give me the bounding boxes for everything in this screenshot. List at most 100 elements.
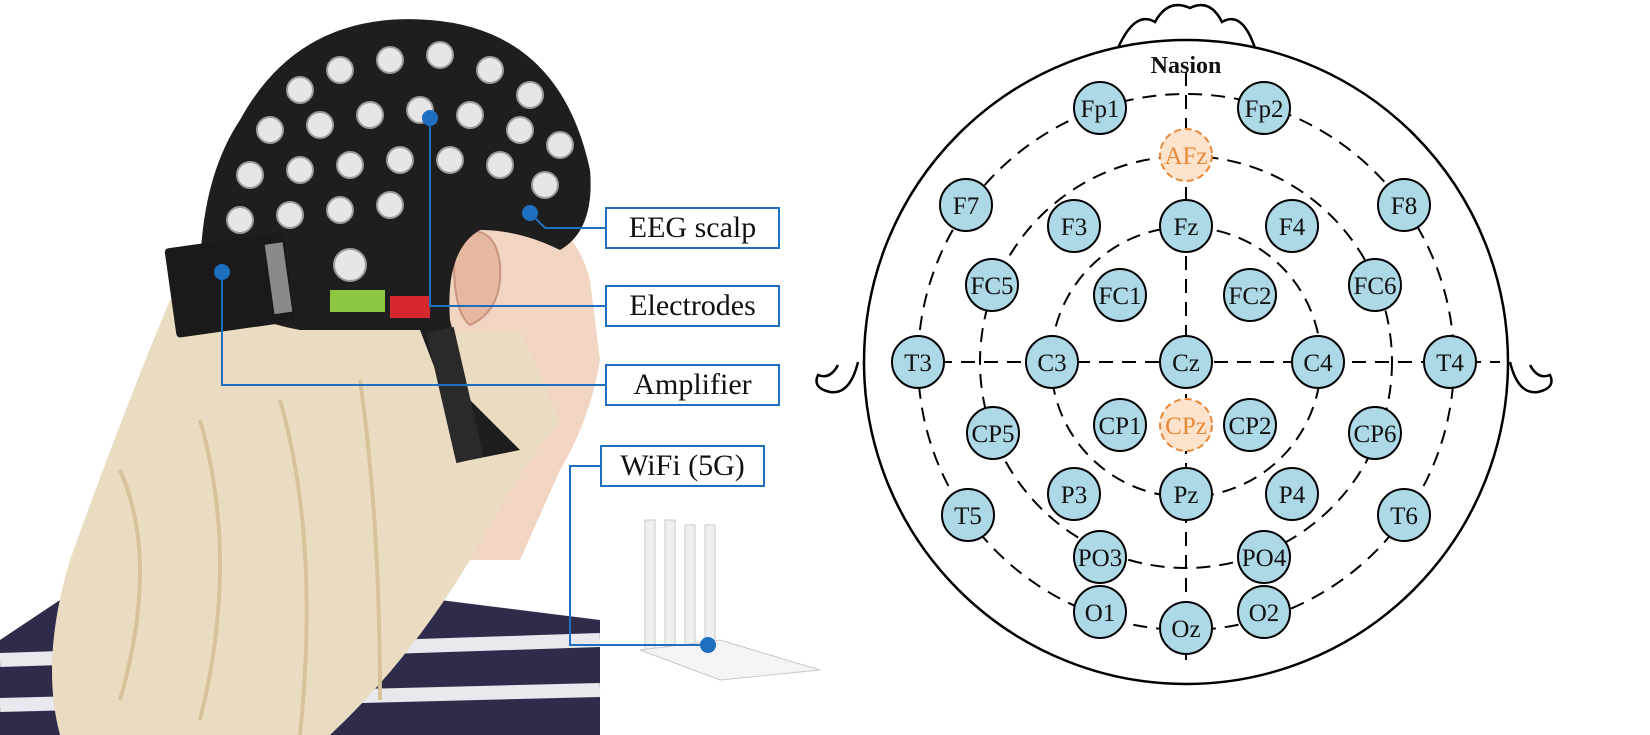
electrode-label: PO3 xyxy=(1078,545,1122,572)
electrode-label: CPz xyxy=(1165,413,1207,440)
electrode-marker xyxy=(1159,199,1213,253)
electrode-marker xyxy=(1237,530,1291,584)
electrode-po4: PO4 xyxy=(1237,530,1291,584)
electrode-label: CP5 xyxy=(971,421,1014,448)
electrode-cp6: CP6 xyxy=(1348,406,1402,460)
electrode-marker xyxy=(1265,199,1319,253)
electrode-p4: P4 xyxy=(1265,467,1319,521)
electrode-cp1: CP1 xyxy=(1093,398,1147,452)
electrode-label: FC6 xyxy=(1353,273,1396,300)
electrode-label: CP1 xyxy=(1098,413,1141,440)
electrode-label: Pz xyxy=(1174,482,1199,509)
electrode-label: CP2 xyxy=(1228,413,1271,440)
electrode-t6: T6 xyxy=(1377,488,1431,542)
electrode-label: Fp1 xyxy=(1081,96,1120,123)
electrode-label: FC2 xyxy=(1228,283,1271,310)
electrode-t3: T3 xyxy=(891,335,945,389)
electrode-label: Cz xyxy=(1172,350,1200,377)
electrode-label: T3 xyxy=(904,350,932,377)
electrode-marker xyxy=(1073,530,1127,584)
electrode-label: FC1 xyxy=(1098,283,1141,310)
electrode-marker xyxy=(1377,488,1431,542)
electrode-label: F7 xyxy=(953,193,979,220)
electrode-label: F8 xyxy=(1391,193,1417,220)
electrode-c4: C4 xyxy=(1291,335,1345,389)
electrode-label: Fz xyxy=(1174,214,1199,241)
electrode-p3: P3 xyxy=(1047,467,1101,521)
electrode-fc2: FC2 xyxy=(1223,268,1277,322)
electrode-label: C4 xyxy=(1303,350,1333,377)
electrode-pz: Pz xyxy=(1159,467,1213,521)
cap-electrodes xyxy=(226,41,574,282)
cap xyxy=(200,19,591,461)
electrode-f3: F3 xyxy=(1047,199,1101,253)
electrode-marker xyxy=(1377,178,1431,232)
electrode-label: P3 xyxy=(1061,482,1087,509)
electrode-cp5: CP5 xyxy=(966,406,1020,460)
head-outline xyxy=(862,38,1510,686)
electrode-t5: T5 xyxy=(941,488,995,542)
electrode-fp1: Fp1 xyxy=(1073,81,1127,135)
electrode-fp2: Fp2 xyxy=(1237,81,1291,135)
electrode-fz: Fz xyxy=(1159,199,1213,253)
electrode-marker xyxy=(1159,335,1213,389)
electrode-marker xyxy=(1047,467,1101,521)
electrode-label: Fp2 xyxy=(1245,96,1284,123)
nose-outline xyxy=(1116,3,1257,49)
electrode-label: O1 xyxy=(1085,600,1116,627)
electrode-label: T6 xyxy=(1390,503,1418,530)
electrode-c3: C3 xyxy=(1025,335,1079,389)
electrode-oz: Oz xyxy=(1159,601,1213,655)
eeg-scalp-label: EEG scalp xyxy=(605,207,780,249)
electrode-marker xyxy=(1223,398,1277,452)
electrode-fc6: FC6 xyxy=(1348,258,1402,312)
callout-lines xyxy=(214,110,716,653)
hair xyxy=(52,300,560,735)
eeg-cap-illustration xyxy=(0,19,821,735)
amplifier-device xyxy=(164,232,296,338)
electrode-marker xyxy=(1291,335,1345,389)
electrode-marker xyxy=(1073,585,1127,639)
electrode-marker xyxy=(1237,81,1291,135)
electrode-cz: Cz xyxy=(1159,335,1213,389)
electrode-label: C3 xyxy=(1037,350,1066,377)
electrode-marker xyxy=(1159,467,1213,521)
electrode-label: T4 xyxy=(1436,350,1464,377)
electrode-f4: F4 xyxy=(1265,199,1319,253)
electrode-label: AFz xyxy=(1164,143,1207,170)
wifi-label: WiFi (5G) xyxy=(600,445,765,487)
electrode-marker xyxy=(1423,335,1477,389)
green-connector xyxy=(330,290,385,312)
amplifier-label: Amplifier xyxy=(605,364,780,406)
electrode-marker xyxy=(1093,268,1147,322)
electrode-marker xyxy=(1025,335,1079,389)
electrode-marker xyxy=(891,335,945,389)
electrode-marker xyxy=(1047,199,1101,253)
electrode-afz: AFz xyxy=(1159,128,1213,182)
electrode-marker xyxy=(1223,268,1277,322)
electrode-marker xyxy=(1159,128,1213,182)
electrode-f8: F8 xyxy=(1377,178,1431,232)
electrode-label: F3 xyxy=(1061,214,1087,241)
electrode-marker xyxy=(1237,585,1291,639)
electrode-label: PO4 xyxy=(1242,545,1287,572)
electrode-marker xyxy=(966,406,1020,460)
electrode-o1: O1 xyxy=(1073,585,1127,639)
electrode-marker xyxy=(1265,467,1319,521)
electrode-marker xyxy=(965,258,1019,312)
electrode-fc1: FC1 xyxy=(1093,268,1147,322)
electrode-label: FC5 xyxy=(970,273,1013,300)
electrode-cp2: CP2 xyxy=(1223,398,1277,452)
electrode-marker xyxy=(1348,258,1402,312)
right-ear xyxy=(1508,361,1553,394)
electrode-fc5: FC5 xyxy=(965,258,1019,312)
electrode-cpz: CPz xyxy=(1159,398,1213,452)
nasion-label: Nasion xyxy=(1151,53,1222,79)
electrode-marker xyxy=(939,178,993,232)
electrode-marker xyxy=(1093,398,1147,452)
red-connector xyxy=(390,296,430,318)
electrode-label: CP6 xyxy=(1353,421,1396,448)
